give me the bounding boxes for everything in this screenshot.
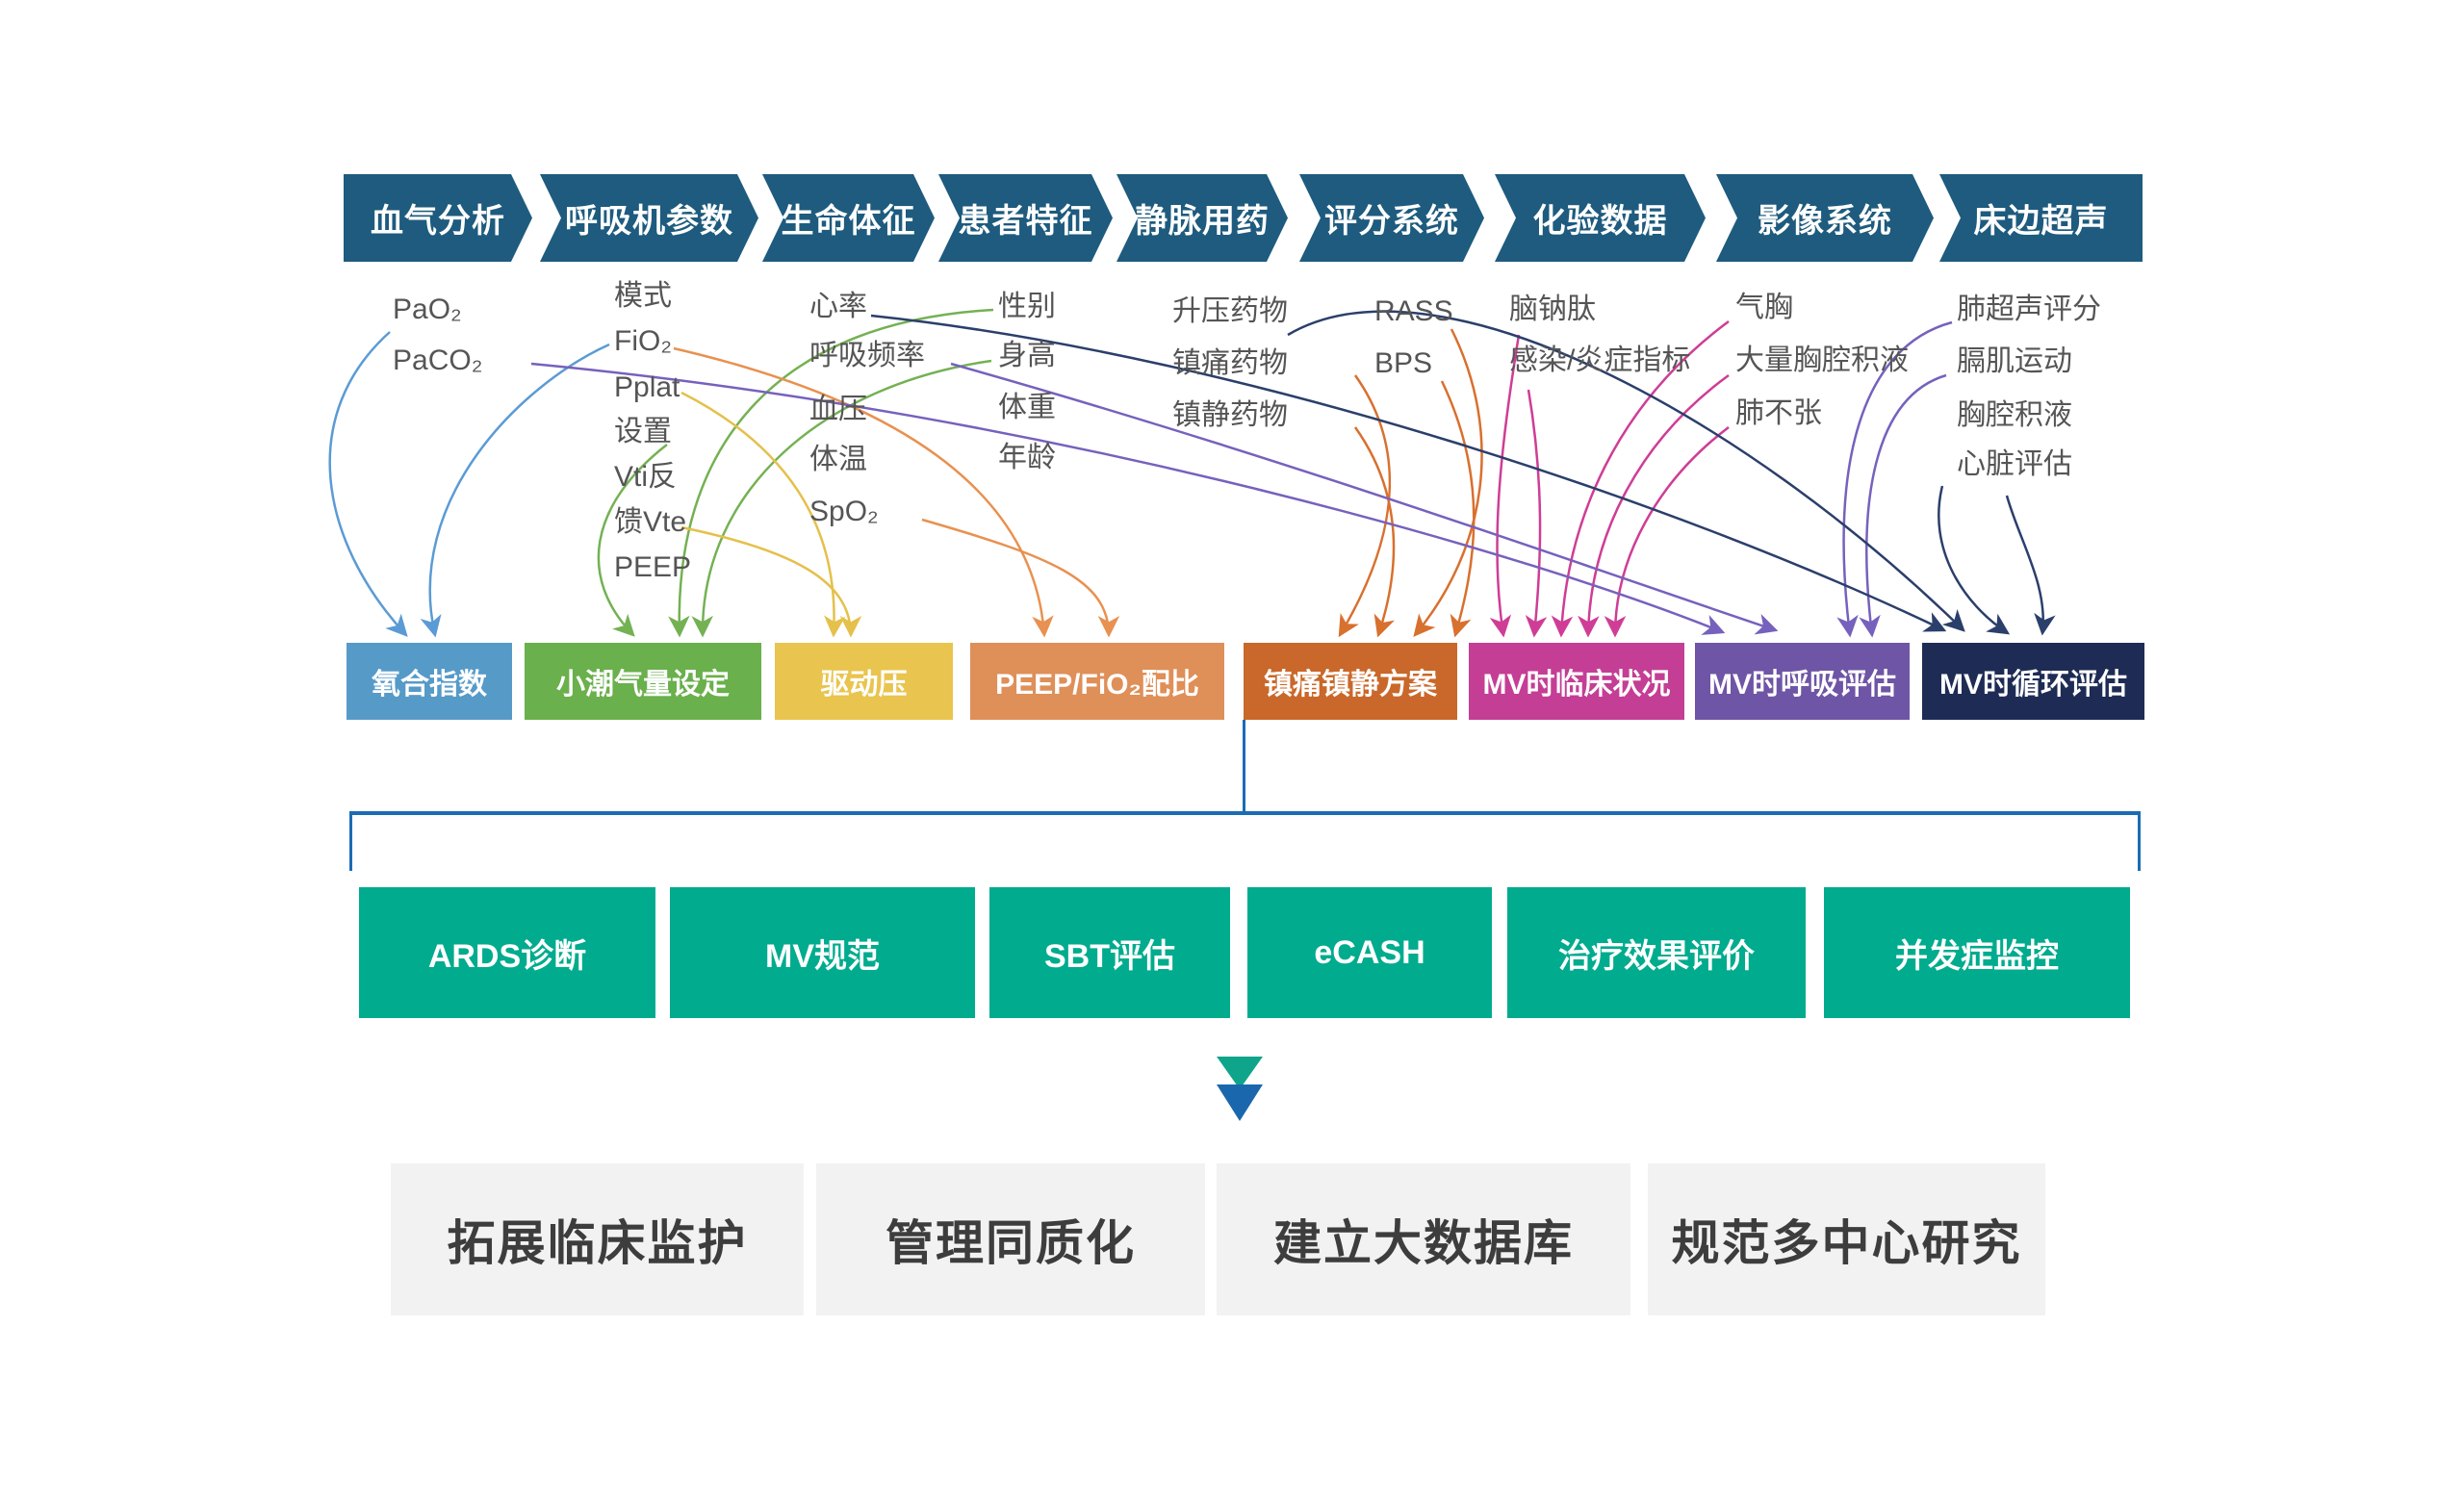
connection-arrow <box>2005 495 2056 636</box>
outcome-box: eCASH <box>1247 887 1492 1018</box>
category-box: 镇痛镇静方案 <box>1244 643 1457 720</box>
param-label: 体温 <box>809 444 867 475</box>
param-label: 呼吸频率 <box>809 340 925 371</box>
param-label: 气胸 <box>1735 292 1793 323</box>
param-label: PEEP <box>614 551 692 583</box>
pipeline-chevron-4: 患者特征 <box>938 174 1113 262</box>
param-label: FiO₂ <box>614 325 672 357</box>
pipeline-chevron-3: 生命体征 <box>762 174 935 262</box>
connection-arrow <box>420 343 610 638</box>
param-label: PaCO₂ <box>393 344 483 376</box>
bracket-right-cap <box>2138 811 2141 871</box>
param-label: 膈肌运动 <box>1957 345 2072 377</box>
param-label: 体重 <box>998 392 1056 423</box>
category-box: 驱动压 <box>775 643 953 720</box>
param-label: 脑钠肽 <box>1509 293 1596 325</box>
down-arrow-blue-icon <box>1217 1084 1263 1121</box>
param-label: 身高 <box>998 340 1056 371</box>
param-label: SpO₂ <box>809 496 879 527</box>
connection-arrow <box>1353 426 1396 638</box>
param-label: 性别 <box>998 291 1056 322</box>
param-label: 模式 <box>614 280 672 312</box>
param-label: 心率 <box>809 291 867 322</box>
param-label: 血压 <box>809 394 867 425</box>
connection-arrow <box>1859 373 1947 638</box>
category-box: MV时循环评估 <box>1922 643 2144 720</box>
param-label: 大量胸腔积液 <box>1735 344 1909 376</box>
pipeline-chevron-8: 影像系统 <box>1716 174 1934 262</box>
param-label: 肺不张 <box>1735 397 1822 429</box>
param-label: 升压药物 <box>1172 295 1288 327</box>
connection-arrow <box>1525 389 1548 638</box>
category-box: 氧合指数 <box>346 643 512 720</box>
connection-arrow <box>1578 373 1730 638</box>
goal-box: 拓展临床监护 <box>391 1163 804 1315</box>
goal-box: 建立大数据库 <box>1217 1163 1630 1315</box>
param-label: 胸腔积液 <box>1957 399 2072 431</box>
connection-arrow <box>1938 485 2011 635</box>
connection-arrow <box>530 362 1726 635</box>
bracket-stem <box>1243 720 1245 814</box>
pipeline-chevron-1: 血气分析 <box>344 174 532 262</box>
param-label: RASS <box>1374 295 1453 327</box>
connection-arrow <box>680 525 862 638</box>
param-label: BPS <box>1374 347 1433 379</box>
outcome-box: ARDS诊断 <box>359 887 655 1018</box>
param-label: 年龄 <box>998 442 1056 473</box>
param-label: 心脏评估 <box>1957 448 2072 480</box>
param-label: PaO₂ <box>393 293 462 325</box>
outcome-box: SBT评估 <box>989 887 1230 1018</box>
outcome-box: 并发症监控 <box>1824 887 2130 1018</box>
pipeline-chevron-9: 床边超声 <box>1939 174 2143 262</box>
connection-arrow <box>1440 380 1476 638</box>
param-label: 镇痛药物 <box>1172 347 1288 379</box>
param-label: Vti反 <box>614 461 678 493</box>
outcome-box: MV规范 <box>670 887 975 1018</box>
param-label: 镇静药物 <box>1172 399 1288 431</box>
param-label: Pplat <box>614 371 680 403</box>
down-arrow-teal-icon <box>1217 1057 1263 1089</box>
bracket-bar <box>349 811 2141 815</box>
param-label: 感染/炎症指标 <box>1509 344 1691 376</box>
connection-arrow <box>1604 426 1730 638</box>
goal-box: 规范多中心研究 <box>1648 1163 2045 1315</box>
goal-box: 管理同质化 <box>816 1163 1205 1315</box>
pipeline-chevron-5: 静脉用药 <box>1116 174 1288 262</box>
pipeline-chevron-7: 化验数据 <box>1495 174 1706 262</box>
category-box: MV时呼吸评估 <box>1695 643 1910 720</box>
pipeline-chevron-2: 呼吸机参数 <box>540 174 758 262</box>
category-box: MV时临床状况 <box>1469 643 1684 720</box>
param-label: 设置 <box>614 416 672 447</box>
param-label: 馈Vte <box>614 506 687 538</box>
outcome-box: 治疗效果评价 <box>1507 887 1806 1018</box>
connection-arrow <box>921 518 1120 638</box>
bracket-left-cap <box>349 811 352 871</box>
param-label: 肺超声评分 <box>1957 293 2101 325</box>
pipeline-chevron-6: 评分系统 <box>1299 174 1484 262</box>
category-box: PEEP/FiO₂配比 <box>970 643 1224 720</box>
connection-arrow <box>950 362 1779 635</box>
connection-arrow <box>1338 374 1392 638</box>
category-box: 小潮气量设定 <box>525 643 761 720</box>
